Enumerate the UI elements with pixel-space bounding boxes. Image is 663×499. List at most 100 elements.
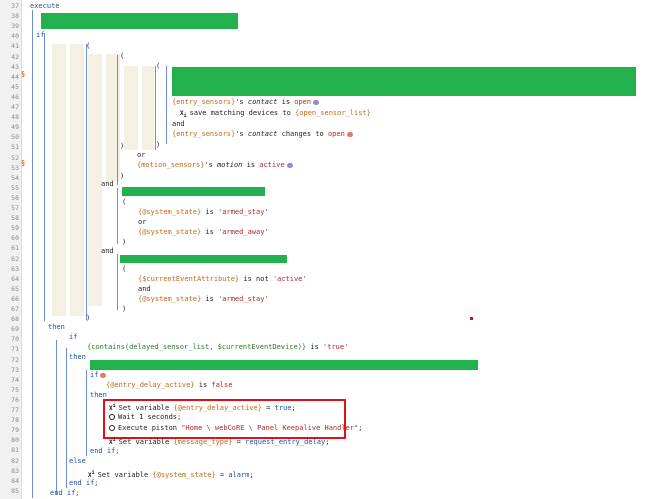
code-line-48[interactable]: {entry_sensors}'s contact changes to ope… (172, 129, 353, 140)
text: 's (204, 161, 218, 169)
value: 'active' (272, 275, 307, 283)
expression: {contains(delayed_sensor_list, $currentE… (87, 343, 307, 351)
code-line-56[interactable]: ( (122, 198, 127, 206)
code-line-84[interactable]: end if; (69, 479, 99, 487)
code-line-54[interactable]: and (101, 180, 114, 188)
code-line-68[interactable]: ) (86, 314, 91, 322)
value: false (211, 381, 233, 389)
line-number: 49 (11, 123, 19, 132)
nest-bar (32, 10, 33, 498)
code-line-67[interactable]: ) (122, 305, 127, 313)
line-number: 58 (11, 214, 19, 223)
code-line-51[interactable]: or (137, 151, 146, 159)
nest-shade (70, 44, 84, 316)
code-line-37[interactable]: execute (30, 2, 60, 10)
nest-bar (86, 370, 87, 456)
nest-bar (86, 44, 87, 320)
value: request_entry_delay (245, 438, 326, 446)
line-number: 67 (11, 305, 19, 313)
code-line-63[interactable]: ( (122, 265, 127, 273)
line-number: 68 (11, 315, 19, 324)
operator: is (201, 295, 219, 303)
trigger-badge-icon (286, 162, 293, 168)
code-line-61[interactable]: and (101, 247, 114, 255)
code-line-78[interactable]: Wait 1 seconds; (109, 412, 181, 423)
line-number: 40 (11, 32, 19, 41)
line-number: 62 (11, 254, 19, 263)
clock-icon (109, 425, 115, 431)
line-number: 85 (11, 486, 19, 495)
variable: {@entry_delay_active} (173, 404, 262, 412)
code-line-58[interactable]: or (138, 218, 147, 226)
code-line-42[interactable]: ( (120, 52, 125, 60)
value: 'true' (323, 343, 349, 351)
code-line-65[interactable]: and (138, 285, 151, 293)
line-number: 60 (11, 234, 19, 243)
code-line-71[interactable]: {contains(delayed_sensor_list, $currentE… (87, 342, 348, 353)
nest-bar (155, 66, 156, 150)
value: 'armed_stay' (218, 208, 269, 216)
line-number: 71 (11, 345, 19, 354)
line-number: 81 (11, 446, 19, 455)
code-line-52[interactable]: {motion_sensors}'s motion is active (137, 160, 293, 171)
code-line-76[interactable]: then (90, 391, 107, 399)
line-number: 51 (11, 143, 19, 152)
line-number: 38 (11, 12, 19, 21)
value: open (294, 98, 312, 106)
code-line-60[interactable]: ) (122, 238, 127, 246)
code-line-59[interactable]: {@system_state} is 'armed_away' (138, 227, 269, 238)
line-number: 79 (11, 426, 19, 435)
code-line-49[interactable]: ) (156, 141, 161, 149)
code-line-74[interactable]: if (90, 370, 107, 381)
operator: is (306, 343, 324, 351)
line-number: 42 (11, 52, 19, 61)
nest-shade (106, 54, 120, 182)
code-line-69[interactable]: then (48, 323, 65, 331)
code-line-57[interactable]: {@system_state} is 'armed_stay' (138, 207, 269, 218)
line-number: 73 (11, 365, 19, 374)
redacted-block (41, 13, 238, 29)
variable: {message_type} (173, 438, 233, 446)
keyword: if (90, 371, 99, 379)
nest-bar (117, 188, 118, 244)
value: alarm (228, 471, 250, 479)
code-line-41[interactable]: ( (86, 42, 91, 50)
line-number: 56 (11, 193, 19, 202)
x-variable-icon: Xi (180, 110, 187, 120)
code-line-72[interactable]: then (69, 353, 86, 361)
x-variable-icon: Xi (88, 470, 95, 479)
code-line-70[interactable]: if (69, 333, 78, 341)
code-line-45[interactable]: {entry_sensors}'s contact is open (172, 97, 320, 108)
code-line-43[interactable]: ( (156, 62, 161, 70)
operator: = (215, 471, 229, 479)
code-line-75[interactable]: {@entry_delay_active} is false (106, 380, 232, 391)
code-line-50[interactable]: ) (120, 142, 125, 150)
code-line-85[interactable]: end if; (50, 489, 80, 497)
value: open (327, 130, 345, 138)
text: ; (291, 404, 296, 412)
code-line-79[interactable]: Execute piston "Home \ webCoRE \ Panel K… (109, 423, 362, 434)
nest-bar (56, 340, 57, 495)
code-line-64[interactable]: {$currentEventAttribute} is not 'active' (138, 274, 307, 285)
variable: {@system_state} (138, 228, 202, 236)
code-line-82[interactable]: else (69, 457, 86, 465)
operator: is (201, 208, 219, 216)
line-number: 52 (11, 153, 19, 162)
code-line-81[interactable]: end if; (90, 447, 120, 455)
line-number: 77 (11, 406, 19, 414)
attribute: contact (247, 98, 278, 106)
operator: is (194, 381, 212, 389)
text: ; (325, 438, 330, 446)
nest-bar (117, 55, 118, 185)
code-line-47[interactable]: and (172, 120, 185, 128)
code-line-66[interactable]: {@system_state} is 'armed_stay' (138, 294, 269, 305)
code-line-53[interactable]: ) (120, 172, 125, 180)
operator: is (277, 98, 295, 106)
code-line-40[interactable]: if (36, 31, 45, 39)
text: Set variable (97, 471, 153, 479)
